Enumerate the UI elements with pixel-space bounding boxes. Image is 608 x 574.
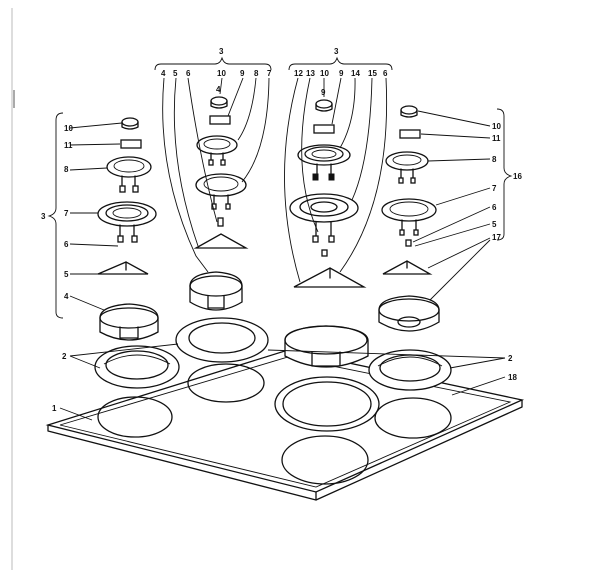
callout-top-right-group: 3 (334, 47, 339, 56)
element-rear-left-large (195, 173, 247, 210)
element-left-small (106, 156, 152, 193)
callout-left-4: 4 (64, 292, 69, 301)
drip-pan-large (284, 325, 369, 368)
callout-tl-6: 6 (186, 69, 191, 78)
element-center-medium (297, 144, 351, 181)
callout-top-left-group: 3 (219, 47, 224, 56)
element-rear-left-small (196, 135, 238, 166)
drip-pan-rear-left (189, 271, 243, 311)
callout-numbers: 3 3 4 5 6 10 9 8 7 12 13 10 9 14 15 6 10… (41, 47, 522, 413)
callout-right-11: 11 (492, 134, 501, 143)
scan-edge-marks (11, 8, 15, 570)
callout-left-1: 1 (52, 404, 57, 413)
callout-left-11: 11 (64, 141, 73, 150)
callout-left-10: 10 (64, 124, 73, 133)
callout-right-5: 5 (492, 220, 497, 229)
callout-brackets (47, 56, 513, 319)
callout-left-3: 3 (41, 212, 46, 221)
callout-tr-6: 6 (383, 69, 388, 78)
drip-pan-right (378, 295, 440, 332)
callout-tr-15: 15 (368, 69, 377, 78)
callout-right-2: 2 (508, 354, 513, 363)
element-left-large (97, 201, 157, 243)
callout-right-8: 8 (492, 155, 497, 164)
knob-caps (121, 96, 418, 130)
leader-lines (59, 77, 506, 421)
trim-ring-left (94, 345, 180, 389)
element-center-large (289, 193, 359, 257)
callout-center-4: 4 (216, 85, 221, 94)
callout-tr-10: 10 (320, 69, 329, 78)
callout-right-6: 6 (492, 203, 497, 212)
element-right-large (381, 198, 437, 247)
callout-tl-9: 9 (240, 69, 245, 78)
callout-tl-5: 5 (173, 69, 178, 78)
trim-ring-rear-left (175, 317, 269, 363)
callout-tr-13: 13 (306, 69, 315, 78)
drip-pan-left (99, 303, 159, 341)
support-center (293, 267, 367, 288)
callout-right-7: 7 (492, 184, 497, 193)
callout-center-9: 9 (321, 88, 326, 97)
callout-left-2: 2 (62, 352, 67, 361)
callout-tl-7: 7 (267, 69, 272, 78)
callout-right-17: 17 (492, 233, 501, 242)
callout-left-7: 7 (64, 209, 69, 218)
callout-right-16: 16 (513, 172, 522, 181)
terminal-blocks (120, 115, 421, 149)
callout-tr-9: 9 (339, 69, 344, 78)
support-right (382, 260, 433, 275)
callout-tl-4: 4 (161, 69, 166, 78)
callout-tr-12: 12 (294, 69, 303, 78)
callout-left-6: 6 (64, 240, 69, 249)
element-right-small (385, 151, 429, 184)
callout-right-18: 18 (508, 373, 517, 382)
callout-right-10: 10 (492, 122, 501, 131)
callout-left-8: 8 (64, 165, 69, 174)
callout-tr-14: 14 (351, 69, 360, 78)
callout-left-5: 5 (64, 270, 69, 279)
support-rear-left (193, 217, 249, 249)
callout-tl-8: 8 (254, 69, 259, 78)
support-left (97, 261, 149, 275)
callout-tl-10: 10 (217, 69, 226, 78)
